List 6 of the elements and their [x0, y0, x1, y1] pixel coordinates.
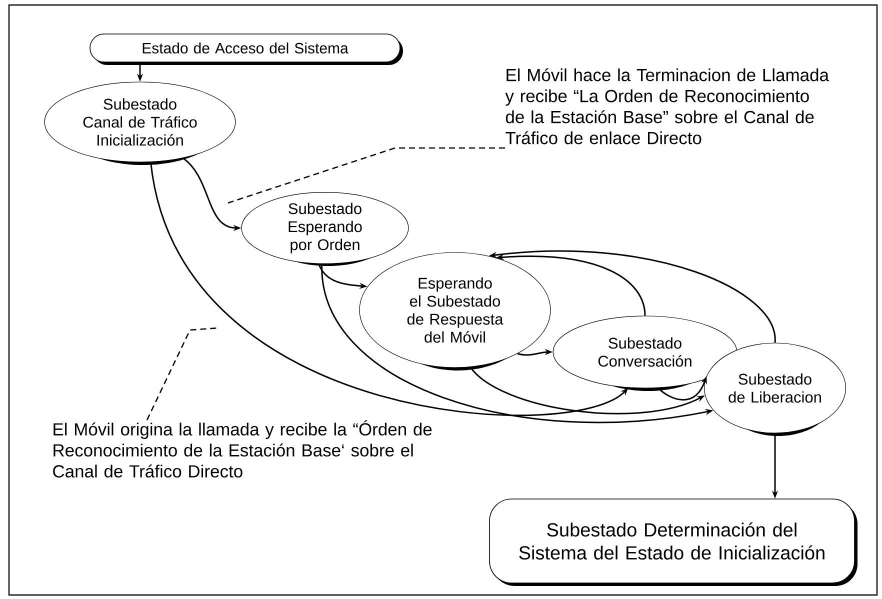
leader-line [228, 147, 505, 204]
note-text: El Móvil origina la llamada y recibe la “Órden de Reconocimiento de la Estación Base‘ sobre el Canal de Tráfico Directo [53, 420, 432, 478]
state-box: Subestado Determinación del Sistema del Estado de Inicialización [489, 498, 858, 586]
note-text: El Móvil hace la Terminacion de Llamada y recibe “La Orden de Reconocimiento de la Estación Base” sobre el Canal de Tráfico de enlace Directo [505, 68, 830, 144]
state-box: Estado de Acceso del Sistema [90, 34, 403, 65]
leader-line [146, 327, 218, 420]
